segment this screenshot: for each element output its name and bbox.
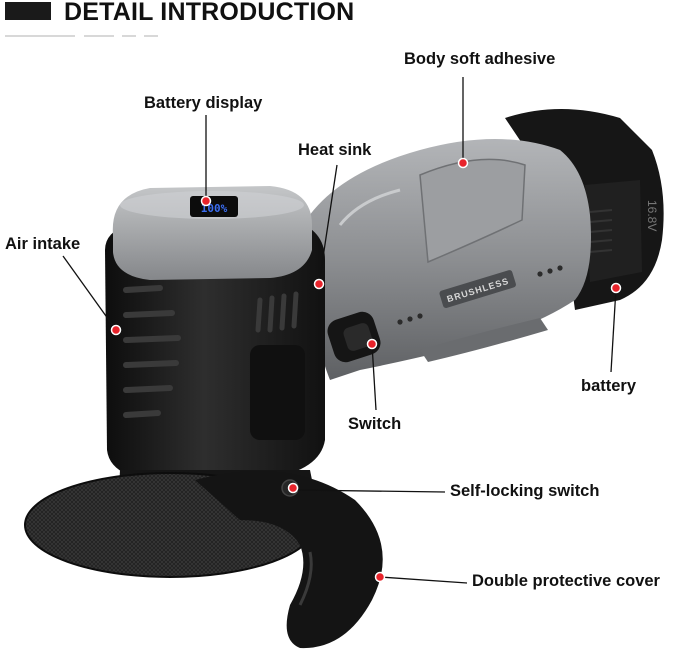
page-title: DETAIL INTRODUCTION: [64, 0, 355, 26]
label-switch: Switch: [348, 415, 402, 433]
label-double-protective-cover: Double protective cover: [472, 572, 660, 590]
label-battery: battery: [581, 377, 637, 395]
header-divider: [84, 35, 114, 37]
header-divider: [5, 35, 75, 37]
marker-air-intake: [110, 324, 122, 336]
marker-battery: [610, 282, 622, 294]
label-heat-sink: Heat sink: [298, 141, 372, 159]
voltage-label: 16.8V: [645, 200, 659, 231]
marker-battery-display: [200, 195, 212, 207]
label-self-locking-switch: Self-locking switch: [450, 482, 600, 500]
header-divider: [144, 35, 158, 37]
header-accent-bar: [5, 2, 51, 20]
battery-display-screen: 100%: [190, 196, 238, 217]
marker-self-locking-switch: [287, 482, 299, 494]
leader-lines: [62, 77, 617, 584]
marker-body-soft-adhesive: [457, 157, 469, 169]
power-switch: [327, 311, 381, 363]
label-body-soft-adhesive: Body soft adhesive: [404, 50, 556, 68]
marker-switch: [366, 338, 378, 350]
header-divider: [122, 35, 136, 37]
handle-body: BRUSHLESS: [300, 139, 591, 380]
callout-markers: [110, 157, 622, 583]
label-battery-display: Battery display: [144, 94, 263, 112]
marker-heat-sink: [313, 278, 325, 290]
marker-double-protective-cover: [374, 571, 386, 583]
motor-head: 100%: [105, 186, 325, 480]
protective-cover: [195, 471, 383, 649]
label-air-intake: Air intake: [5, 235, 81, 253]
